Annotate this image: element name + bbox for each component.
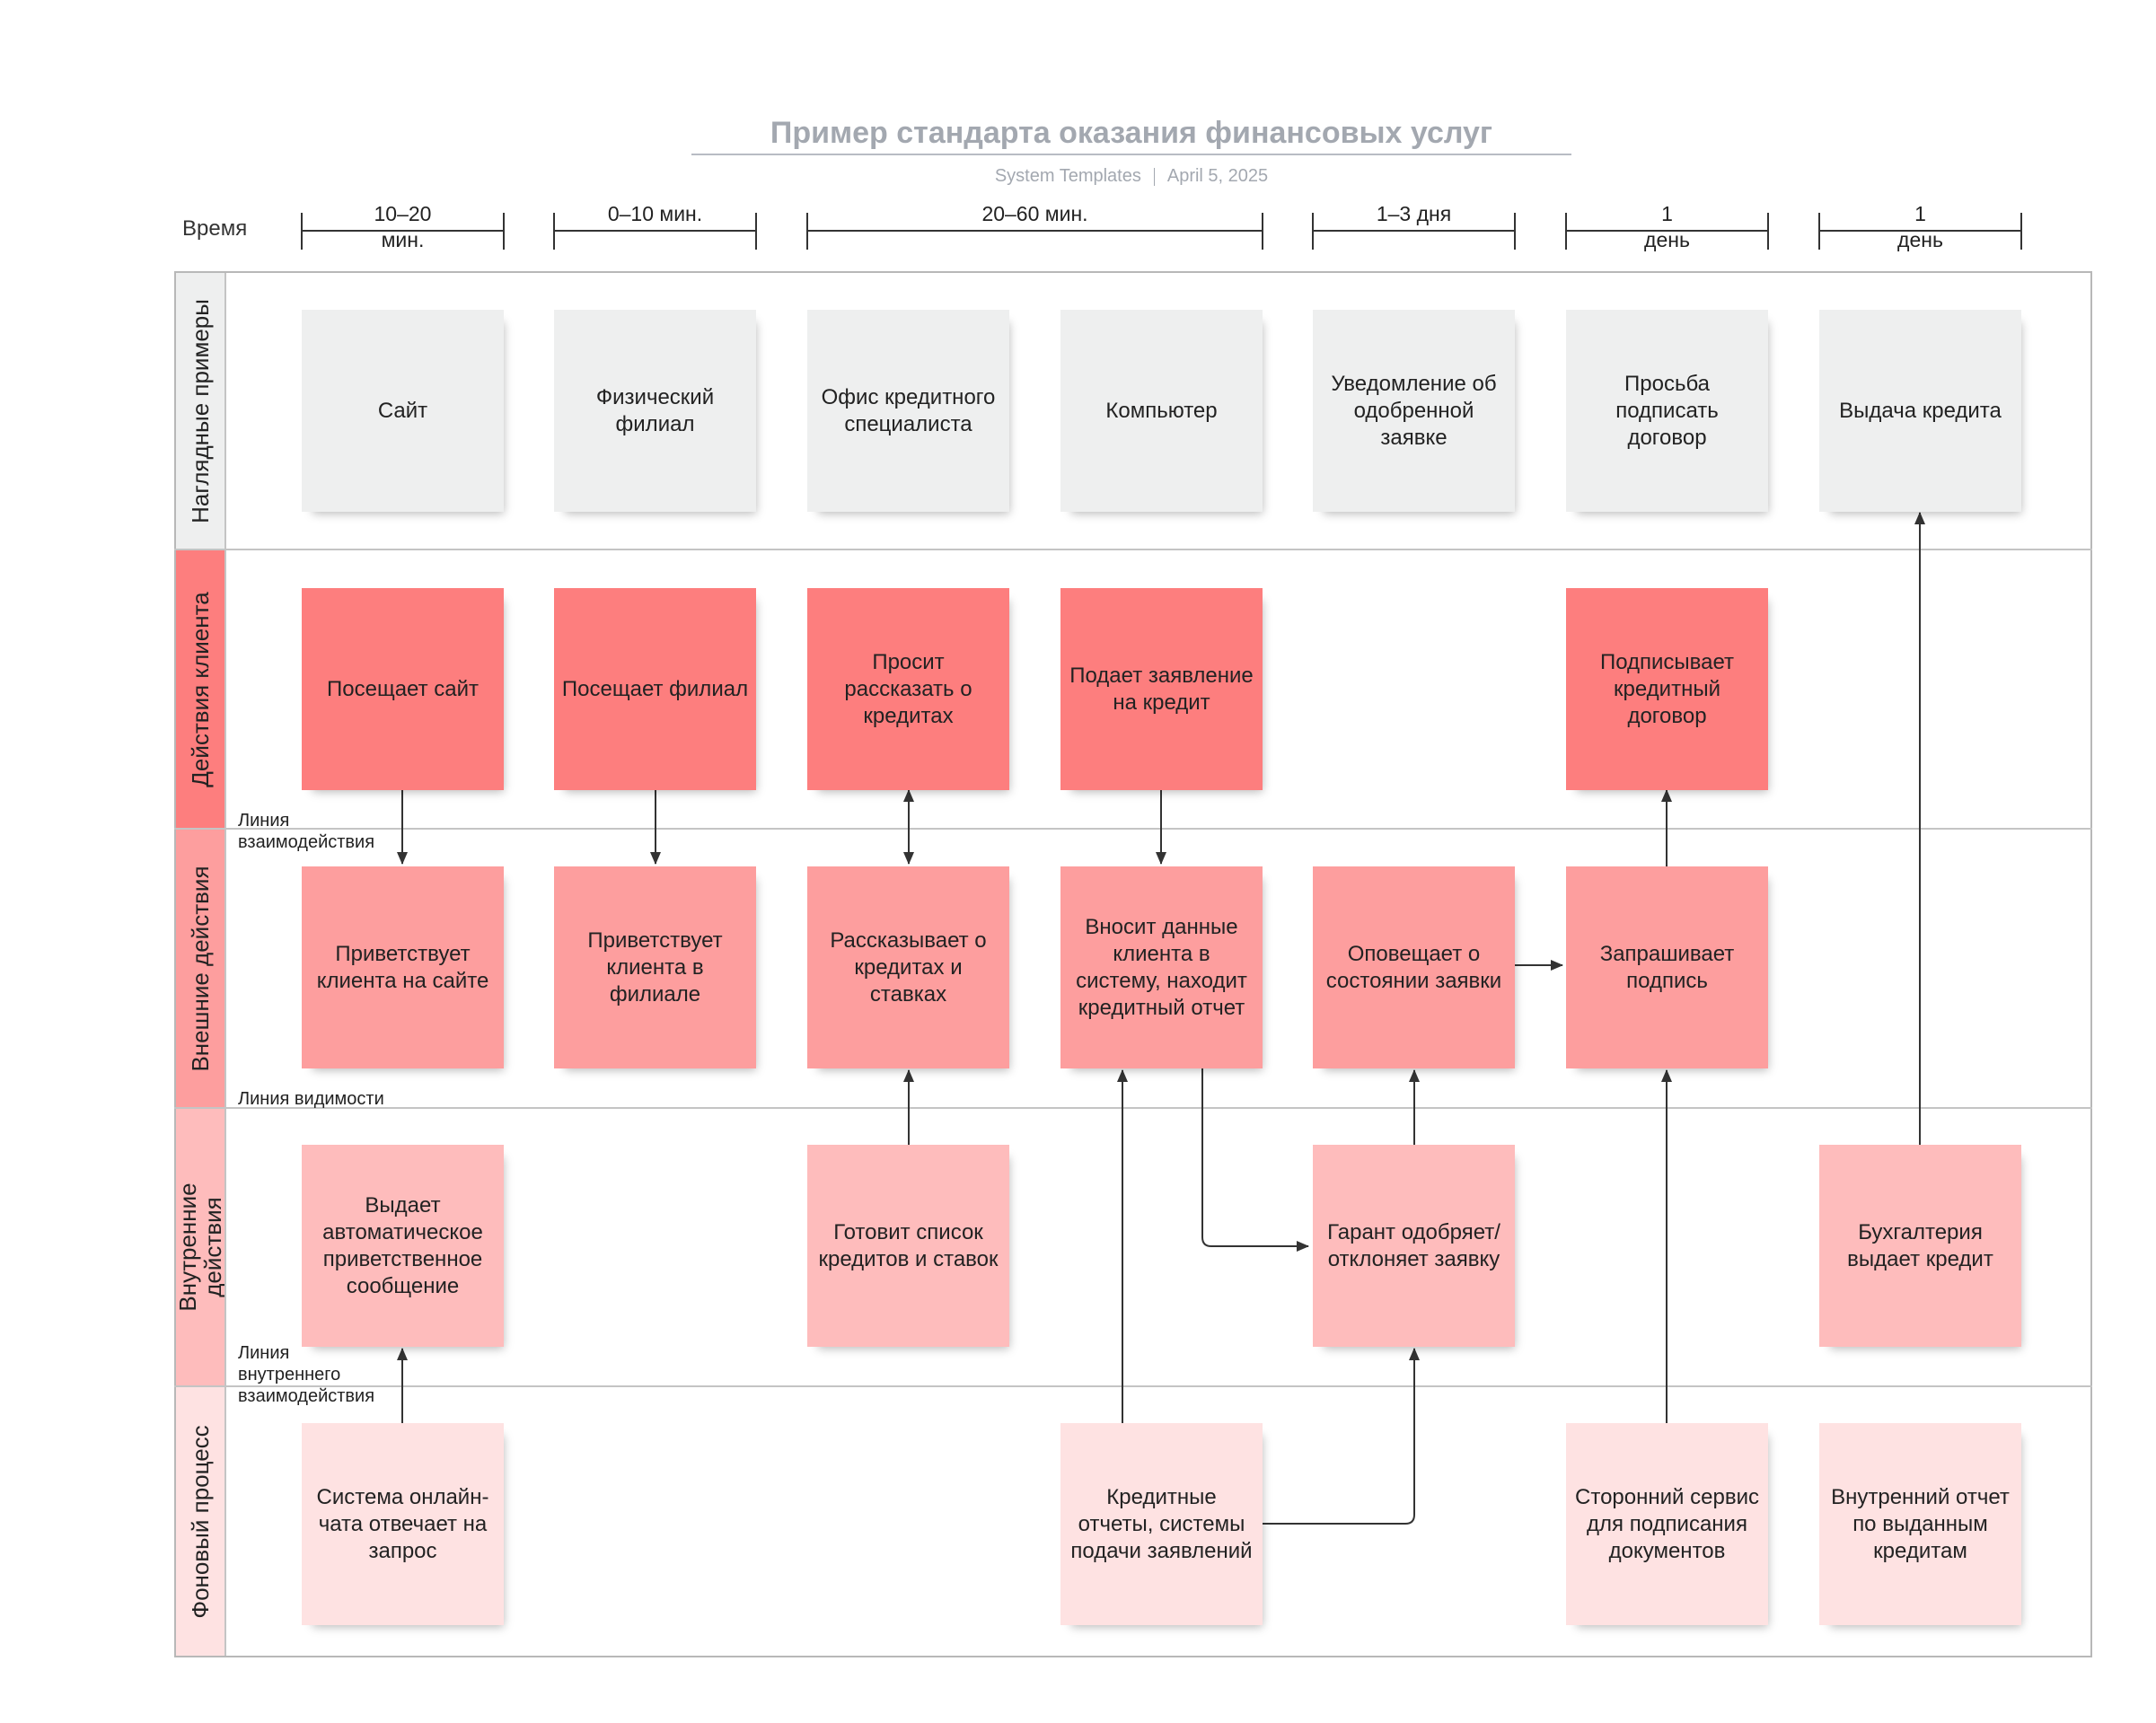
diagram-title: Пример стандарта оказания финансовых усл… xyxy=(770,116,1493,150)
evidence-card[interactable]: Выдача кредита xyxy=(1819,310,2021,512)
frontstage-card[interactable]: Рассказывает о кредитах и ставках xyxy=(807,866,1009,1068)
lane-label-customer: Действия клиента xyxy=(176,550,226,828)
arrow-reports-to-guarantor xyxy=(1263,1348,1420,1525)
evidence-card[interactable]: Уведомление об одобренной заявке xyxy=(1313,310,1515,512)
time-segment-5: 1 день xyxy=(1644,202,1690,251)
frontstage-card[interactable]: Запрашивает подпись xyxy=(1566,866,1768,1068)
time-segment-2: 0–10 мин. xyxy=(607,202,703,225)
backstage-card[interactable]: Гарант одобряет/отклоняет заявку xyxy=(1313,1145,1515,1347)
lane-divider-internal xyxy=(174,1385,2092,1387)
lane-divider-1 xyxy=(174,549,2092,550)
customer-action-card[interactable]: Подписывает кредитный договор xyxy=(1566,588,1768,790)
customer-action-card[interactable]: Просит рассказать о кредитах xyxy=(807,588,1009,790)
time-row-label: Время xyxy=(182,216,248,241)
lane-label-frontstage: Внешние действия xyxy=(176,830,226,1107)
customer-action-card[interactable]: Подает заявление на кредит xyxy=(1060,588,1263,790)
support-card[interactable]: Кредитные отчеты, системы подачи заявлен… xyxy=(1060,1423,1263,1625)
evidence-card[interactable]: Офис кредитного специалиста xyxy=(807,310,1009,512)
evidence-card[interactable]: Просьба подписать договор xyxy=(1566,310,1768,512)
backstage-card[interactable]: Бухгалтерия выдает кредит xyxy=(1819,1145,2021,1347)
support-card[interactable]: Сторонний сервис для подписания документ… xyxy=(1566,1423,1768,1625)
time-segment-1: 10–20 мин. xyxy=(374,202,432,251)
customer-action-card[interactable]: Посещает сайт xyxy=(302,588,504,790)
backstage-card[interactable]: Выдает автоматическое приветственное соо… xyxy=(302,1145,504,1347)
support-card[interactable]: Внутренний отчет по выданным кредитам xyxy=(1819,1423,2021,1625)
line-of-visibility-label: Линия видимости xyxy=(238,1089,384,1109)
frontstage-card[interactable]: Вносит данные клиента в систему, находит… xyxy=(1060,866,1263,1068)
line-of-internal-interaction-label: Линия внутреннего взаимодействия xyxy=(238,1343,375,1406)
time-segment-3: 20–60 мин. xyxy=(981,202,1088,225)
meta-author: System Templates xyxy=(994,166,1141,186)
customer-action-card[interactable]: Посещает филиал xyxy=(554,588,756,790)
evidence-card[interactable]: Сайт xyxy=(302,310,504,512)
lane-label-backstage: Внутренние действия xyxy=(176,1109,226,1385)
meta-separator xyxy=(1153,167,1155,186)
backstage-card[interactable]: Готовит список кредитов и ставок xyxy=(807,1145,1009,1347)
frontstage-card[interactable]: Оповещает о состоянии заявки xyxy=(1313,866,1515,1068)
diagram-meta: System Templates April 5, 2025 xyxy=(691,164,1571,188)
evidence-card[interactable]: Физический филиал xyxy=(554,310,756,512)
lane-divider-visibility xyxy=(174,1107,2092,1109)
meta-date: April 5, 2025 xyxy=(1166,166,1269,186)
lane-divider-interaction xyxy=(174,828,2092,830)
lane-label-evidence: Наглядные примеры xyxy=(176,273,226,549)
lane-label-support: Фоновый процесс xyxy=(176,1387,226,1656)
blueprint-frame xyxy=(174,271,2092,1657)
support-card[interactable]: Система онлайн-чата отвечает на запрос xyxy=(302,1423,504,1625)
frontstage-card[interactable]: Приветствует клиента на сайте xyxy=(302,866,504,1068)
frontstage-card[interactable]: Приветствует клиента в филиале xyxy=(554,866,756,1068)
arrow-data-to-guarantor xyxy=(1201,1068,1309,1252)
title-underline xyxy=(691,154,1571,155)
line-of-interaction-label: Линия взаимодействия xyxy=(238,811,375,852)
time-segment-6: 1 день xyxy=(1897,202,1943,251)
time-segment-4: 1–3 дня xyxy=(1376,202,1452,225)
evidence-card[interactable]: Компьютер xyxy=(1060,310,1263,512)
